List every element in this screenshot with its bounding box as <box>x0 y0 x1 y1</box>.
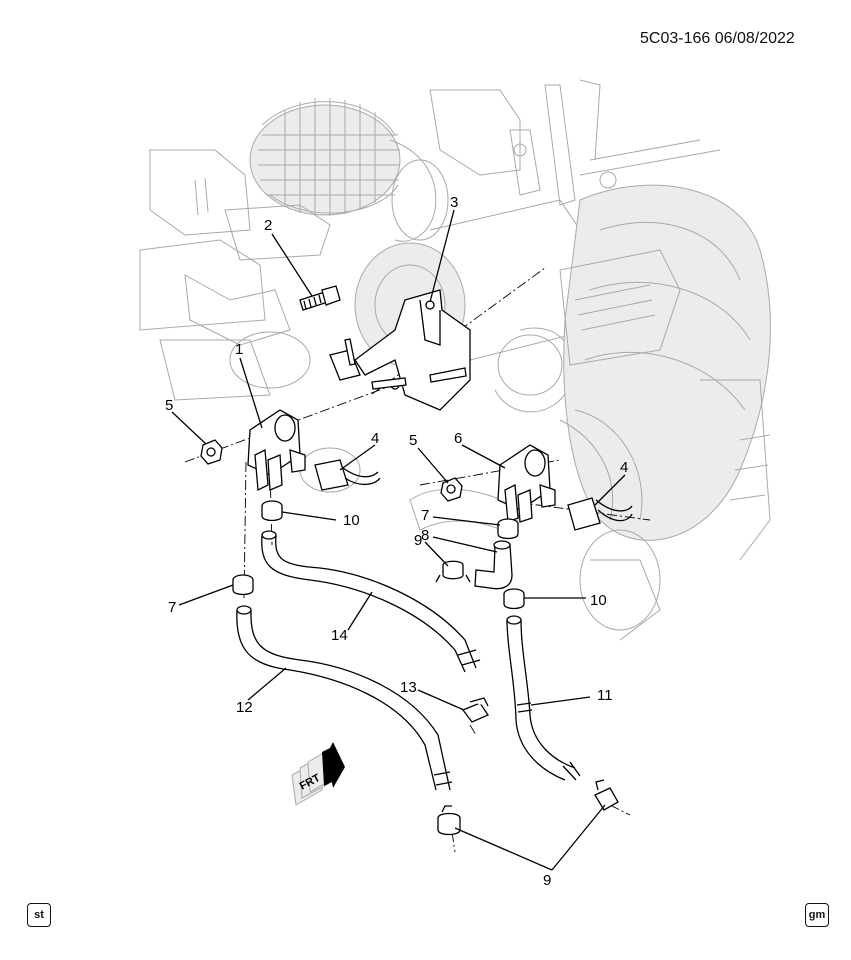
callout-7-left: 7 <box>168 599 176 616</box>
callout-13: 13 <box>400 679 417 696</box>
callout-9-bottom: 9 <box>543 872 551 889</box>
callout-5-right: 5 <box>409 432 417 449</box>
callout-3: 3 <box>450 194 458 211</box>
front-direction-marker: FRT <box>291 742 345 806</box>
clamp-part-10-right <box>503 588 525 610</box>
clamp-part-7-right <box>497 518 519 540</box>
upper-bay-lines <box>429 79 721 206</box>
corner-badge-left: st <box>27 903 51 927</box>
transmission-housing <box>513 143 771 631</box>
callout-8: 8 <box>421 527 429 544</box>
elbow-part-8 <box>474 540 513 590</box>
callout-4-left: 4 <box>371 430 379 447</box>
hose-part-14 <box>261 530 481 673</box>
callout-2: 2 <box>264 217 272 234</box>
nut-part-5-right <box>440 477 463 502</box>
clamp-part-9-upper <box>435 560 471 583</box>
nut-part-5-left <box>200 439 223 465</box>
callout-7-right: 7 <box>421 507 429 524</box>
callout-10-right: 10 <box>590 592 607 609</box>
callout-6: 6 <box>454 430 462 447</box>
hose-part-12 <box>236 605 453 791</box>
clamp-part-10-left <box>261 500 283 522</box>
hose-part-11 <box>506 615 581 781</box>
callout-14: 14 <box>331 627 348 644</box>
clamp-part-7-left <box>232 574 254 596</box>
callout-5-left: 5 <box>165 397 173 414</box>
callout-9-upper: 9 <box>414 532 422 549</box>
clamp-part-13 <box>461 697 489 723</box>
callout-1: 1 <box>235 341 243 358</box>
leader-lines <box>171 209 626 871</box>
callout-10-left: 10 <box>343 512 360 529</box>
clamp-part-9-right <box>594 779 619 811</box>
callout-labels: 1 2 3 4 4 5 5 6 7 7 8 9 9 10 10 11 12 13… <box>165 194 628 889</box>
air-cleaner-housing <box>249 98 449 242</box>
callout-11: 11 <box>597 687 613 704</box>
corner-badge-right: gm <box>805 903 829 927</box>
bracket-studs <box>344 338 467 390</box>
clamp-part-9-bottom <box>437 805 461 836</box>
solenoid-part-1 <box>247 409 381 492</box>
diagram-id: 5C03-166 06/08/2022 <box>640 30 795 47</box>
bolt-part-2 <box>299 285 341 311</box>
callout-12: 12 <box>236 699 253 716</box>
callout-4-right: 4 <box>620 459 628 476</box>
solenoid-part-6 <box>497 444 633 531</box>
